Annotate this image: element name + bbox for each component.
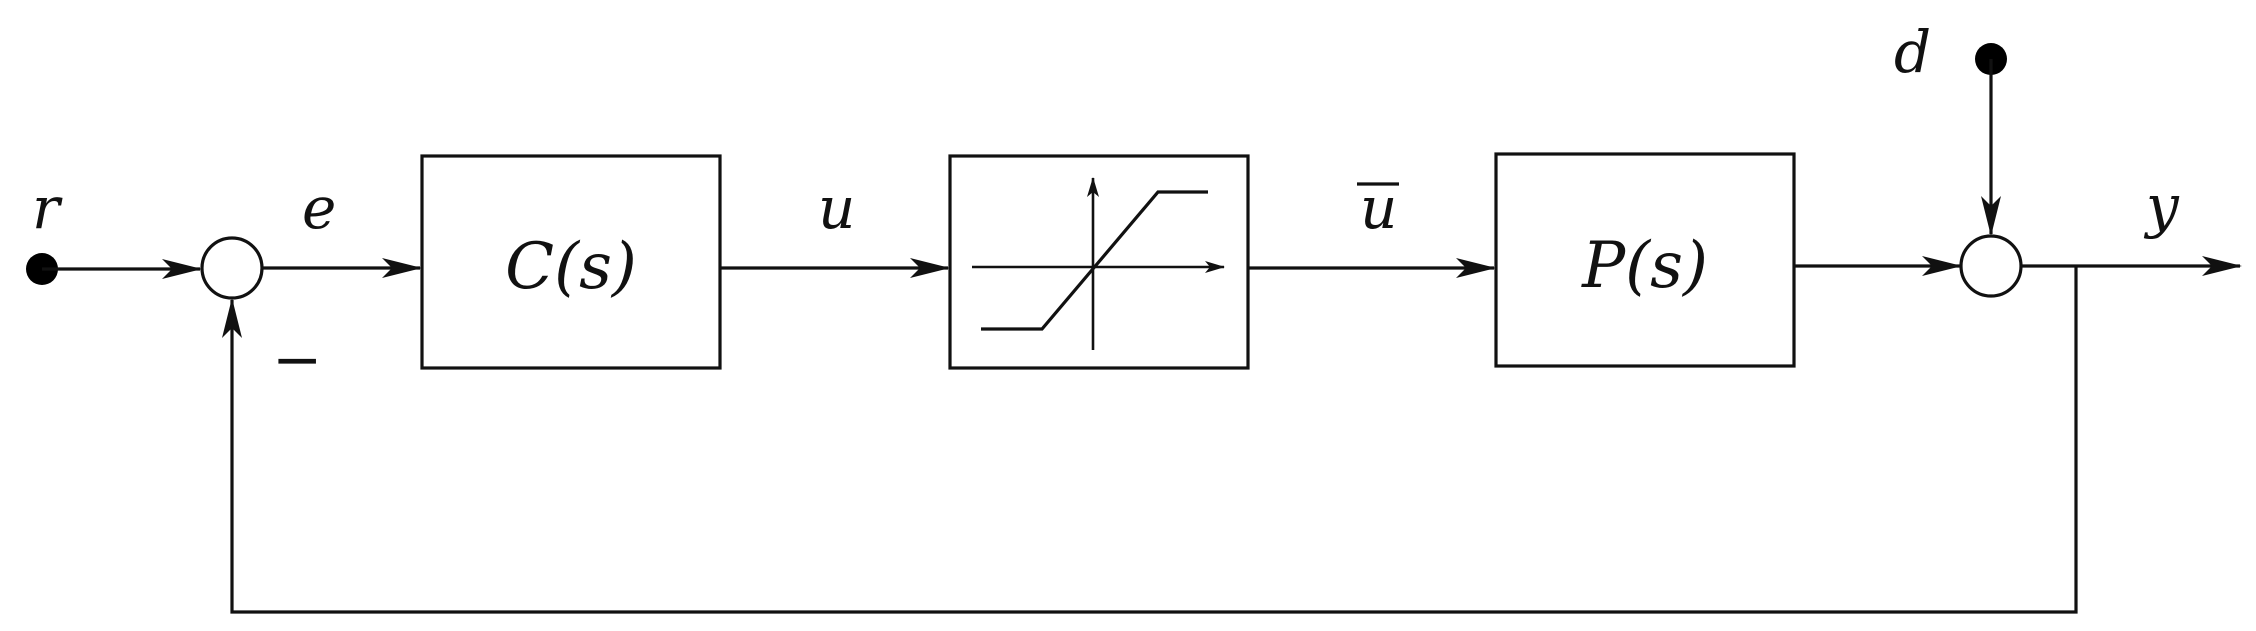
reference-label: r [32,174,63,242]
feedback-wire [222,266,2078,614]
control-label: u [818,174,855,242]
error-summing-junction [200,236,264,300]
saturation-block [948,154,1250,370]
controller-label: C(s) [505,230,637,304]
error-label: e [302,174,336,242]
feedback-minus-sign: − [272,325,322,395]
plant-block [1494,152,1796,368]
disturbance-summing-junction [1959,234,2023,298]
disturbance-label: d [1894,18,1931,86]
plant-label: P(s) [1581,229,1708,303]
saturated-control-label: u [1360,174,1397,242]
output-label: y [2143,172,2180,240]
controller-block [420,154,722,370]
saturation-characteristic-curve [981,190,1208,331]
